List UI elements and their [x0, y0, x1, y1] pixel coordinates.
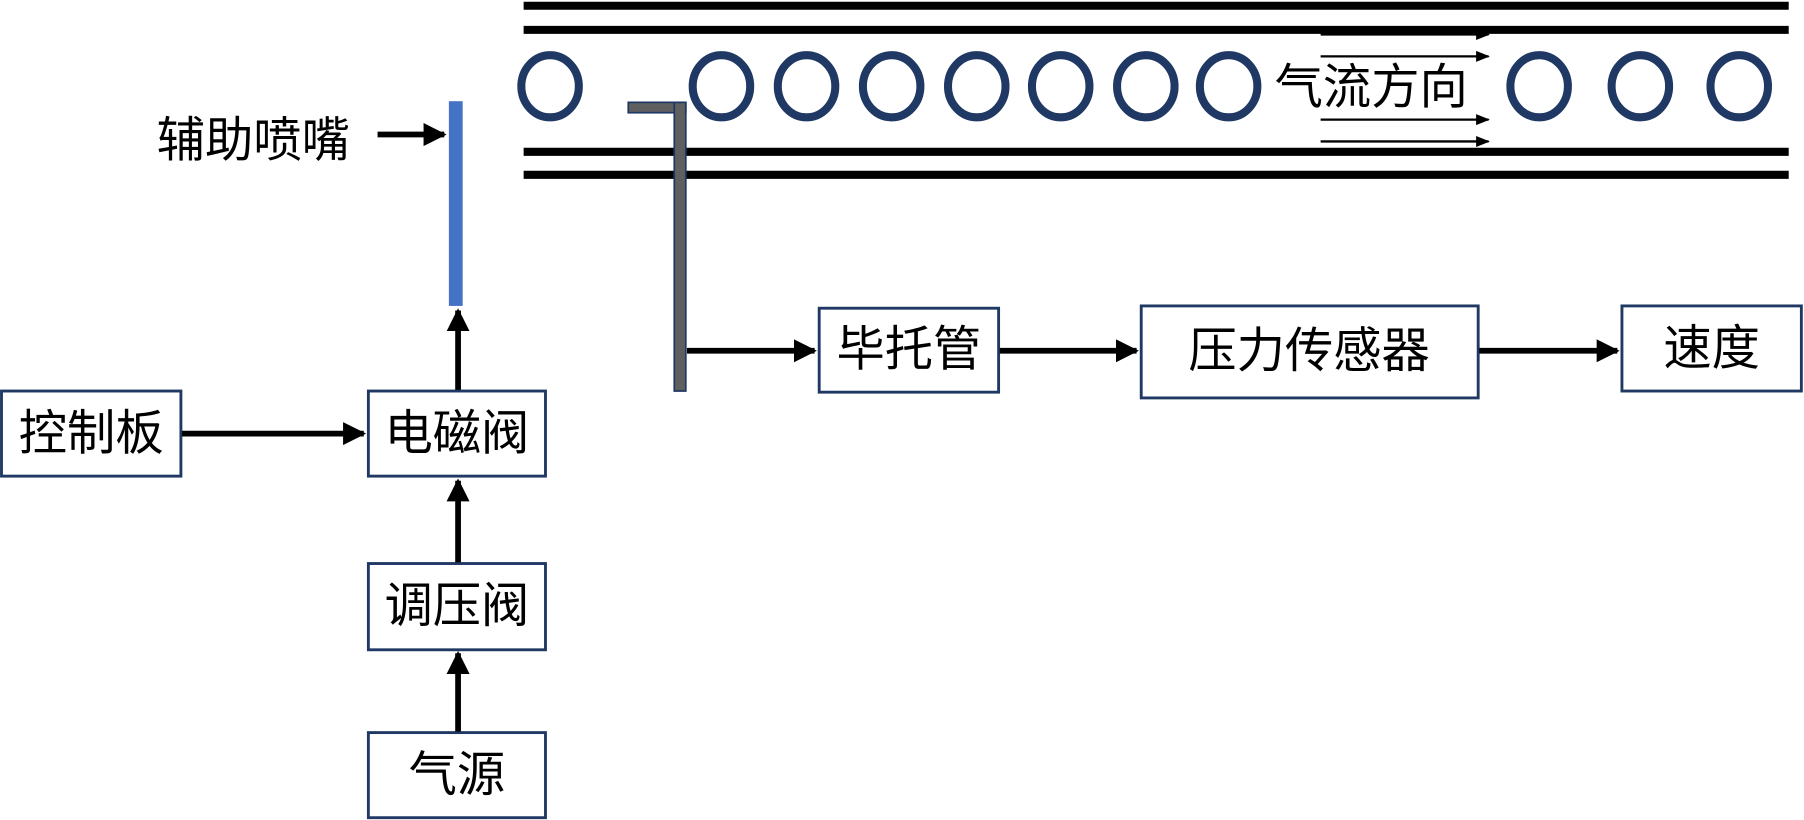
air-source-box: 气源: [366, 731, 547, 820]
aux-nozzle-label: 辅助喷嘴: [157, 112, 350, 168]
airflow-arrows: [1320, 28, 1490, 147]
velocity-box: 速度: [1620, 304, 1803, 393]
air-source-label: 气源: [409, 747, 506, 803]
channel-walls: [523, 1, 1789, 179]
pitot-tube-box: 毕托管: [817, 306, 1001, 394]
connector-arrows: [182, 308, 1620, 732]
pressure-regulator-box: 调压阀: [366, 562, 547, 652]
pitot-tube-label: 毕托管: [836, 322, 981, 378]
control-board-box: 控制板: [0, 389, 183, 478]
tube-circles: [517, 51, 1773, 122]
pressure-sensor-label: 压力传感器: [1188, 323, 1430, 379]
pitot-probe: [627, 101, 687, 392]
pressure-regulator-label: 调压阀: [384, 578, 529, 634]
solenoid-valve-label: 电磁阀: [384, 406, 529, 462]
aux-nozzle: [448, 101, 463, 306]
solenoid-valve-box: 电磁阀: [366, 389, 547, 478]
control-board-label: 控制板: [19, 406, 164, 462]
velocity-label: 速度: [1663, 320, 1760, 376]
pressure-sensor-box: 压力传感器: [1139, 304, 1480, 400]
airflow-direction-label: 气流方向: [1275, 59, 1468, 115]
